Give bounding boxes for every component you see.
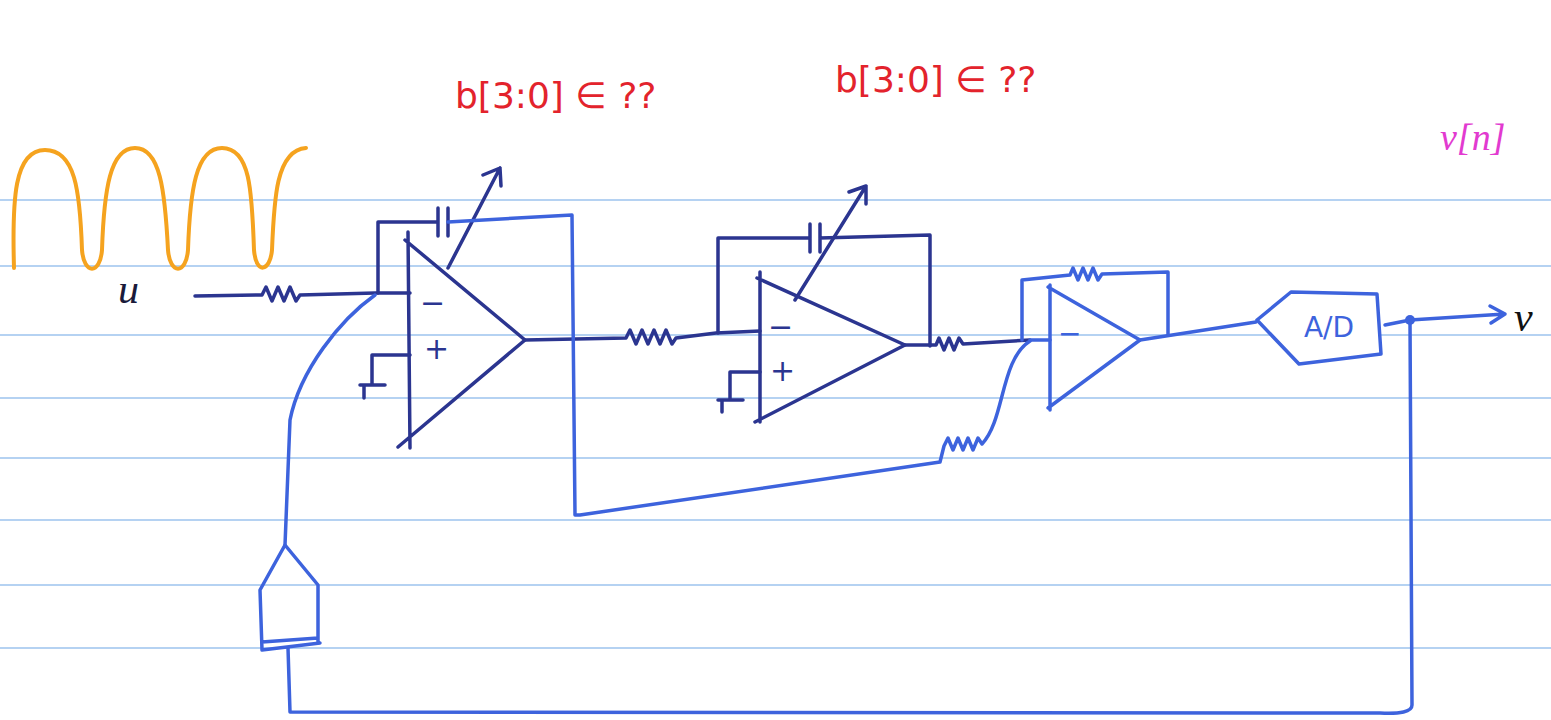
rule-line — [0, 457, 1551, 459]
pin-sign: − — [420, 288, 445, 318]
dac-symbol — [260, 545, 320, 650]
feedback-resistor — [1022, 268, 1168, 340]
input-waveform — [13, 148, 306, 269]
rule-line — [0, 647, 1551, 649]
opamp-symbol — [398, 232, 525, 448]
capacitor-symbol — [378, 208, 448, 293]
signal-name: u — [118, 268, 139, 310]
pin-sign: − — [1058, 320, 1081, 348]
pin-sign: + — [424, 334, 449, 364]
rule-line — [0, 519, 1551, 521]
rule-line — [0, 584, 1551, 586]
feedforward-wire — [448, 215, 1030, 515]
feedback-wire — [285, 295, 375, 545]
pin-sign: + — [770, 356, 795, 386]
navy-circuit — [195, 168, 1030, 448]
notebook-rules — [0, 200, 1551, 648]
wire — [1140, 322, 1256, 340]
resistor-symbol — [905, 338, 1030, 350]
block-shape — [1257, 292, 1381, 364]
resistor-symbol — [525, 330, 760, 344]
capacitor-symbol — [718, 224, 930, 346]
signal-name: v — [1514, 296, 1533, 338]
ground-symbol — [360, 355, 410, 398]
rule-line — [0, 199, 1551, 201]
rule-line — [0, 265, 1551, 267]
rule-line — [0, 397, 1551, 399]
output-arrow — [1385, 306, 1505, 325]
ground-symbol — [718, 372, 760, 412]
converter-block: A/D — [1255, 288, 1385, 368]
pin-sign: − — [768, 312, 793, 342]
signal-name: v[n] — [1440, 118, 1505, 156]
variable-arrow — [795, 186, 866, 300]
opamp-symbol — [1048, 285, 1140, 410]
block-label: A/D — [1286, 314, 1354, 342]
junction-dot — [1405, 315, 1415, 325]
opamp-symbol — [755, 272, 905, 422]
wire — [1030, 338, 1050, 342]
bit-range-note: b[3:0] ∈ ?? — [455, 78, 656, 114]
blue-circuit — [260, 215, 1505, 713]
feedback-wire — [288, 320, 1412, 713]
bit-range-note: b[3:0] ∈ ?? — [835, 62, 1036, 98]
